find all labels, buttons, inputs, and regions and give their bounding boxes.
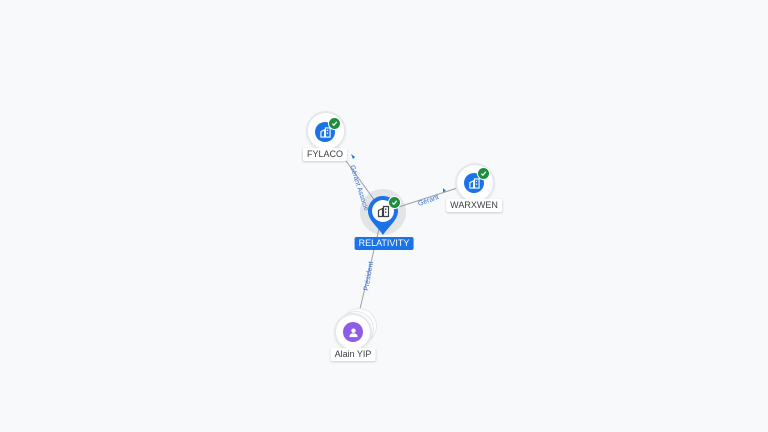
- node-disc: [343, 322, 363, 342]
- edge-arrow-fylaco: [351, 154, 355, 159]
- node-label-alain-yip[interactable]: Alain YIP: [330, 348, 376, 361]
- edge-label-gerant: Gérant: [417, 194, 440, 208]
- node-label-relativity[interactable]: RELATIVITY: [354, 237, 414, 250]
- building-icon: [319, 126, 331, 138]
- person-icon: [348, 327, 358, 337]
- edge-arrow-warxwen: [443, 188, 446, 192]
- verified-check-icon: [388, 196, 401, 209]
- building-icon: [468, 177, 480, 189]
- verified-check-icon: [477, 167, 490, 180]
- node-label-fylaco[interactable]: FYLACO: [302, 148, 348, 161]
- edge-label-president: Président: [363, 261, 375, 291]
- verified-check-icon: [328, 117, 341, 130]
- node-label-warxwen[interactable]: WARXWEN: [446, 199, 502, 212]
